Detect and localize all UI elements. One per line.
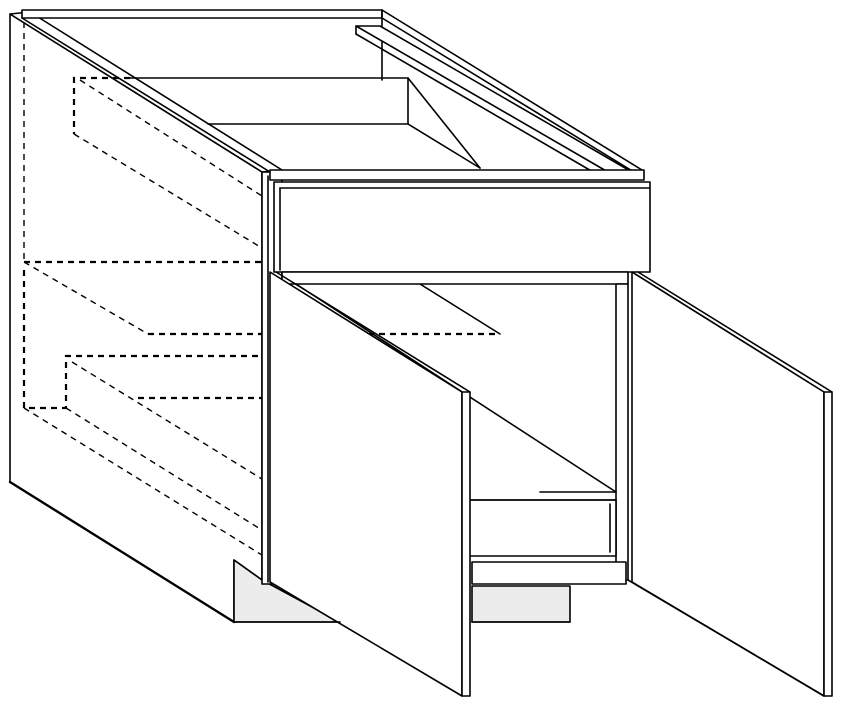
hidden-lower-drawer-side2 bbox=[23, 407, 271, 561]
right-top-stretcher-lower bbox=[355, 33, 601, 177]
right-top-edge bbox=[381, 9, 643, 171]
right-door-edge bbox=[823, 391, 833, 697]
left-top-rail-inner-line bbox=[21, 17, 271, 173]
right-door-open bbox=[631, 271, 825, 697]
face-frame-bottom-rail bbox=[471, 561, 627, 585]
interior-back-diagonal bbox=[407, 77, 481, 169]
shelf-right-edge bbox=[419, 283, 501, 335]
right-top-edge-inner bbox=[381, 17, 635, 173]
left-door-edge bbox=[461, 391, 471, 697]
left-panel-bottom-edge bbox=[8, 480, 236, 624]
interior-back-diagonal-lower bbox=[407, 123, 481, 169]
left-door-open bbox=[269, 271, 463, 697]
hidden-top-drawer-box bbox=[72, 76, 130, 134]
face-frame-top-rail bbox=[269, 169, 645, 181]
right-door-top-edge bbox=[637, 271, 833, 393]
hidden-top-drawer-side bbox=[73, 133, 263, 249]
interior-back-top bbox=[129, 77, 409, 125]
left-side-panel bbox=[9, 13, 263, 623]
left-door-top-edge bbox=[275, 271, 471, 393]
back-top-rail bbox=[21, 9, 383, 19]
face-frame-right-stile bbox=[615, 283, 629, 581]
hidden-top-drawer-side-upper bbox=[79, 79, 263, 197]
face-frame-mid-rail bbox=[281, 271, 629, 285]
right-door-bottom-edge bbox=[627, 579, 825, 697]
toe-kick-front bbox=[471, 585, 571, 623]
hidden-shelf-diagonal bbox=[23, 261, 149, 335]
hidden-lower-drawer-side bbox=[65, 407, 295, 551]
right-top-stretcher bbox=[355, 25, 633, 173]
top-drawer-front bbox=[273, 181, 651, 273]
